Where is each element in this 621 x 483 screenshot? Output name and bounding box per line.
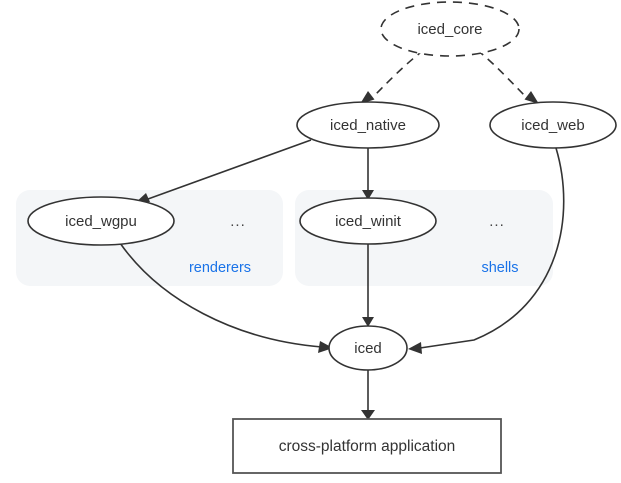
edge-iced-native-to-iced-winit-arrowhead (362, 190, 374, 200)
edge-iced-core-to-iced-native (360, 49, 425, 104)
node-iced-shape[interactable] (328, 325, 408, 371)
node-cross-platform-application-shape[interactable] (232, 418, 502, 474)
group-shells-ellipsis: ... (489, 213, 505, 230)
node-iced-native-shape[interactable] (296, 101, 440, 149)
edge-iced-to-application-arrowhead (361, 410, 375, 420)
edge-iced-core-to-iced-web-line (476, 49, 528, 99)
edge-iced-winit-to-iced (362, 244, 374, 327)
edge-iced-native-to-iced-wgpu-line (147, 139, 312, 200)
node-iced-web-shape[interactable] (489, 101, 617, 149)
edge-iced-wgpu-to-iced (119, 242, 333, 353)
edge-iced-core-to-iced-web (476, 49, 539, 104)
node-iced-winit-shape[interactable] (299, 197, 437, 245)
node-iced-wgpu-shape[interactable] (27, 196, 175, 246)
group-renderers-ellipsis: ... (230, 213, 246, 230)
edge-iced-to-application (361, 370, 375, 420)
node-iced[interactable]: iced (328, 325, 408, 371)
edge-iced-wgpu-to-iced-line (119, 242, 323, 348)
node-iced-native-label: iced_native (330, 117, 406, 134)
node-iced-web-label: iced_web (521, 117, 584, 134)
node-iced-core-shape[interactable] (380, 1, 520, 57)
edge-iced-web-to-iced-arrowhead (408, 342, 422, 354)
node-iced-wgpu-label: iced_wgpu (65, 213, 137, 230)
node-iced-winit-label: iced_winit (335, 213, 402, 230)
node-iced-label: iced (354, 340, 382, 357)
edge-iced-native-to-iced-winit (362, 148, 374, 200)
node-iced-wgpu[interactable]: iced_wgpu (27, 196, 175, 246)
edge-iced-wgpu-to-iced-arrowhead (318, 341, 333, 353)
node-iced-winit[interactable]: iced_winit (299, 197, 437, 245)
node-iced-core-label: iced_core (417, 21, 482, 38)
group-renderers-label: renderers (189, 260, 251, 276)
node-cross-platform-application-label: cross-platform application (279, 438, 456, 455)
node-iced-web[interactable]: iced_web (489, 101, 617, 149)
edge-iced-core-to-iced-native-arrowhead (360, 91, 375, 104)
edge-iced-core-to-iced-native-line (371, 49, 425, 99)
node-iced-native[interactable]: iced_native (296, 101, 440, 149)
edge-iced-web-to-iced-line (419, 147, 565, 349)
node-iced-core[interactable]: iced_core (380, 1, 520, 57)
group-shells-label: shells (481, 260, 518, 276)
edge-iced-winit-to-iced-arrowhead (362, 317, 374, 327)
edge-iced-web-to-iced (408, 147, 565, 354)
edge-iced-core-to-iced-web-arrowhead (524, 91, 539, 104)
node-cross-platform-application[interactable]: cross-platform application (232, 418, 502, 474)
